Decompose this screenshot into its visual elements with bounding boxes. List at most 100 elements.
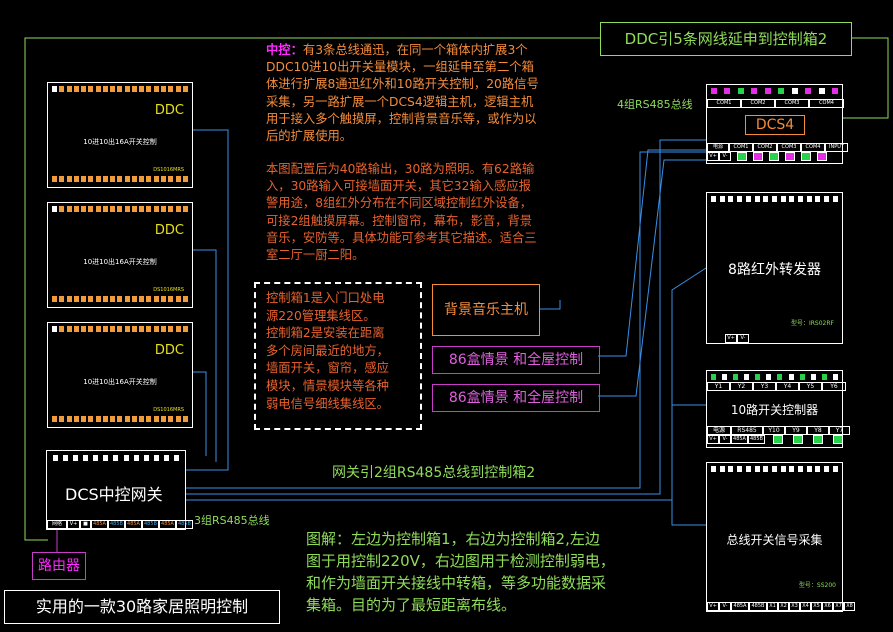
ir-power-label: V- (737, 334, 749, 343)
signal-port: 485A (731, 602, 749, 611)
page-title-box: 实用的一款30路家居照明控制 (4, 590, 280, 624)
signal-port: V+ (707, 602, 719, 611)
ddc1-bus-wire (186, 129, 229, 471)
dcs4-com-label: COM2 (741, 99, 775, 108)
signal-model: 型号：SS200 (798, 582, 836, 589)
text-line: 和作为墙面开关接线中转箱，等多功能数据采 (306, 574, 607, 592)
gateway-switch-wire (186, 404, 706, 501)
cabinet-note-box: 控制箱1是入门口处电 源220管理集线区。 控制箱2是安装在距离 多个房间最近的… (254, 282, 422, 430)
ddc-tag: DDC (154, 343, 184, 358)
signal-title: 总线开关信号采集 (726, 533, 823, 547)
ddc-title: 10进10出16A开关控制 (83, 378, 157, 386)
dcs4-bottom-label: 电源 (707, 143, 729, 152)
gateway-dcs4-wire (186, 151, 706, 489)
cabinet-note: 控制箱1是入门口处电 源220管理集线区。 控制箱2是安装在距离 多个房间最近的… (266, 290, 416, 413)
switch-bottom-label: RS485 (731, 426, 763, 435)
dcs4-bottom-label: COM2 (753, 143, 777, 152)
switch-bottom-label: 485B (748, 435, 765, 444)
router-box: 路由器 (32, 552, 86, 580)
ddc-top-pins (52, 86, 188, 94)
ddc-top-pins (52, 326, 188, 334)
ddc-title: 10进10出16A开关控制 (83, 138, 157, 146)
text-line: 有3条总线通迅，在同一个箱体内扩展3个 (302, 43, 528, 57)
text-line: 用于接入多个触摸屏，控制背景音乐等，或作为以 (266, 111, 537, 126)
dcs4-power-label: V+ (707, 152, 719, 161)
text-line: 图解：左边为控制箱1，右边为控制箱2,左边 (306, 530, 600, 548)
signal-module: 总线开关信号采集 型号：SS200 V+ V- 485A 485B X1 X2 … (706, 462, 855, 612)
signal-port: X8 (844, 602, 855, 611)
signal-top-pins (711, 466, 838, 474)
ddc-bottom-pins (52, 416, 188, 424)
text-line: 后的扩展使用。 (266, 129, 353, 144)
text-line: 可接2组触摸屏幕。控制窗帘，幕布，影音，背景 (266, 213, 533, 228)
signal-port: V- (719, 602, 731, 611)
dcs4-power-label: V- (719, 152, 731, 161)
signal-port: X5 (811, 602, 822, 611)
text-line: 弱电信号细线集线区。 (266, 396, 389, 411)
signal-port: 485B (749, 602, 767, 611)
switch-output-label: Y5 (799, 382, 822, 391)
dcs4-bottom-label: COM1 (729, 143, 753, 152)
switch-bottom-label: 电源 (707, 426, 731, 435)
dcs4-com-label: COM3 (775, 99, 809, 108)
gateway-port: ■ (80, 520, 91, 529)
ddc-model: DS1016MRS (153, 167, 184, 173)
gateway-port: 485B (176, 520, 193, 529)
dcs4-power: V+ V- (707, 152, 827, 161)
ddc-module-2: DDC 10进10出16A开关控制 DS1016MRS (47, 202, 193, 308)
ddc-bottom-pins (52, 296, 188, 304)
dcs4-bottom-label: COM3 (777, 143, 801, 152)
ddc-title: 10进10出16A开关控制 (83, 258, 157, 266)
music-host-box: 背景音乐主机 (432, 284, 540, 336)
switch-output-label: Y4 (776, 382, 799, 391)
switch-title: 10路开关控制器 (730, 403, 819, 417)
switch-bottom-label: Y7 (829, 426, 850, 435)
switch-module: Y1 Y2 Y3 Y4 Y5 Y6 10路开关控制器 电源 RS485 Y10 … (706, 370, 850, 448)
switch-output-label: Y3 (753, 382, 776, 391)
dcs4-label-box: DCS4 (745, 115, 805, 135)
switch-bottom-label: V+ (707, 435, 719, 444)
gateway-port: 485A (159, 520, 176, 529)
ddc-module-3: DDC 10进10出16A开关控制 DS1016MRS (47, 322, 193, 428)
gateway-ports: 网络 V+ ■ 485A 485B 485A 485B 485A 485B (47, 520, 193, 529)
page-title: 实用的一款30路家居照明控制 (35, 597, 249, 616)
gateway-top-pins (53, 455, 179, 463)
text-line: 音乐，安防等。具体功能可参考其它描述。适合三 (266, 230, 537, 245)
switch-bottom-label: 485A (731, 435, 748, 444)
dcs4-bottom-label: COM4 (801, 143, 825, 152)
signal-port: X1 (767, 602, 778, 611)
switch-output-label: Y2 (730, 382, 753, 391)
ir-power: V+ V- (725, 334, 749, 343)
switch-output-label: Y6 (822, 382, 846, 391)
text-line: 体进行扩展8通迅红外和10路开关控制，20路信号 (266, 77, 539, 92)
gateway-extend-label: 网关引2组RS485总线到控制箱2 (332, 465, 536, 481)
switch-bottom-top: 电源 RS485 Y10 Y9 Y8 Y7 (707, 426, 850, 435)
text-line: 集箱。目的为了最短距离布线。 (306, 596, 517, 614)
gateway-ir-wire (671, 267, 707, 405)
switch-top-pins (711, 374, 838, 382)
ddc-tag: DDC (154, 103, 184, 118)
signal-port: X7 (833, 602, 844, 611)
ir-power-label: V+ (725, 334, 737, 343)
text-line: DDC10进10出开关量模块，一组延申至第二个箱 (266, 60, 534, 75)
scene2-wire (598, 159, 706, 397)
switch-output-label: Y1 (707, 382, 730, 391)
dcs4-com-bottom: 电源 COM1 COM2 COM3 COM4 INPUT (707, 143, 848, 152)
scene-box-label: 86盒情景 和全屋控制 (448, 390, 584, 406)
gateway-port: 485B (108, 520, 125, 529)
ddc-extend-label: DDC引5条网线延申到控制箱2 (624, 30, 828, 48)
ir-title: 8路红外转发器 (728, 262, 821, 278)
dcs4-top-pins (711, 88, 838, 96)
gateway-label: DCS中控网关 (65, 485, 163, 504)
config-paragraph: 本图配置后为40路输出，30路为照明。有62路输 入，30路输入可接墙面开关，其… (266, 161, 596, 264)
scene-box-1: 86盒情景 和全屋控制 (432, 346, 600, 374)
bus-485-right-label: 4组RS485总线 (617, 98, 693, 111)
ddc-tag: DDC (154, 223, 184, 238)
switch-bottom-label: Y8 (807, 426, 829, 435)
music-wire (540, 300, 561, 310)
ddc-bottom-pins (52, 176, 188, 184)
gateway-port: 485A (91, 520, 108, 529)
ddc2-bus-wire (190, 249, 217, 462)
bus-485-left-label: 3组RS485总线 (194, 514, 270, 527)
